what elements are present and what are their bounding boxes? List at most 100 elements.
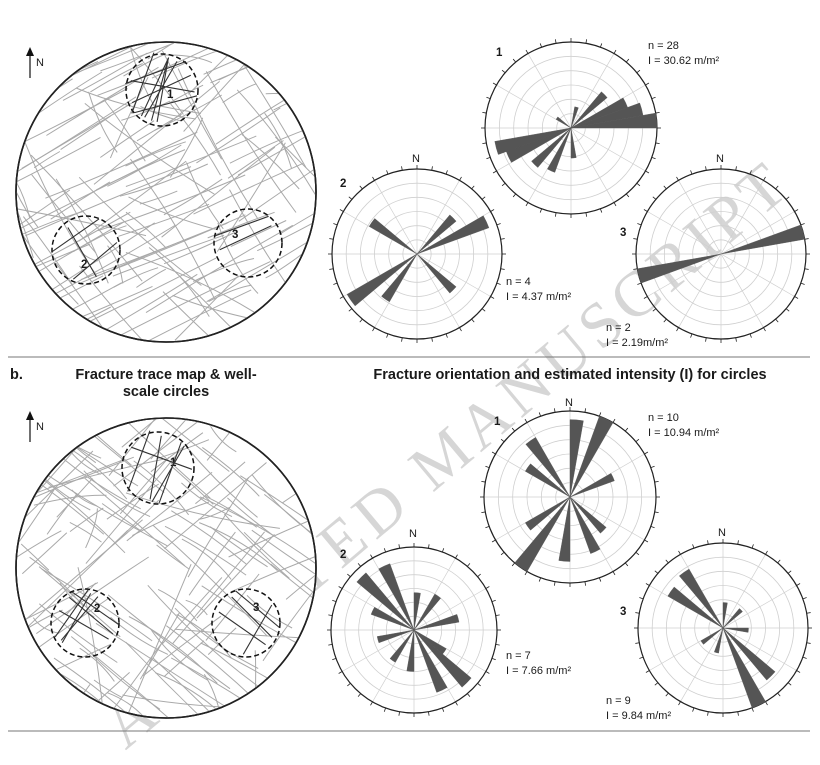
fracture-trace [45, 131, 198, 199]
fracture-trace [109, 76, 149, 159]
rose-grid-spoke [647, 211, 722, 255]
rose-tick [599, 412, 602, 417]
rose-tick [654, 511, 659, 514]
rose-tick [525, 202, 529, 207]
rose-tick [585, 39, 588, 44]
rose-petal [637, 253, 722, 284]
well-fracture-trace [219, 225, 272, 251]
rose-tick [763, 176, 766, 181]
rose-tick [802, 656, 807, 659]
fracture-trace [128, 196, 216, 230]
rose-petal [370, 606, 415, 631]
rose-grid-spoke [570, 127, 646, 172]
fracture-trace [171, 510, 247, 565]
rose-tick [787, 570, 792, 574]
rose-tick [445, 170, 448, 175]
fracture-trace [188, 531, 236, 596]
rose-tick [477, 573, 481, 577]
rose-tick [676, 327, 679, 332]
fracture-trace [126, 471, 213, 542]
fracture-trace [201, 585, 301, 646]
rose-tick [481, 480, 486, 483]
rose-tick [678, 550, 681, 555]
rose-tick [486, 157, 491, 160]
well-fracture-trace [68, 596, 114, 635]
well-fracture-trace [156, 58, 169, 122]
fracture-trace [154, 94, 223, 131]
rose-tick [442, 707, 445, 712]
rose-tick [348, 308, 353, 312]
rose-tick [804, 268, 809, 270]
fracture-trace [264, 112, 292, 169]
rose-petal [514, 496, 571, 572]
rose-petal [406, 629, 415, 672]
rose-tick [633, 238, 638, 240]
rose-petal [368, 218, 418, 255]
rose-petal [525, 437, 571, 498]
rose-petal [413, 629, 448, 693]
fracture-trace [181, 482, 233, 518]
fracture-trace [101, 503, 143, 533]
rose-grid-spoke [570, 53, 615, 129]
rose-tick [643, 209, 648, 212]
fracture-trace [210, 426, 237, 453]
rose-tick [511, 562, 516, 567]
rose-tick [333, 223, 338, 226]
fracture-trace [88, 91, 118, 153]
fracture-trace [236, 89, 316, 208]
fracture-trace [118, 203, 210, 237]
rose-petal [714, 627, 724, 654]
well-fracture-trace [61, 593, 92, 643]
fracture-trace [265, 253, 303, 279]
rose-grid-spoke [720, 211, 795, 255]
rose-n-count: n = 28 [648, 40, 679, 52]
map-header-line-1: Fracture trace map & well- [75, 367, 256, 383]
fracture-trace [78, 160, 187, 242]
fracture-trace [196, 534, 275, 619]
fracture-trace [230, 546, 316, 593]
rose-tick [692, 707, 695, 712]
panel-a: N 1 2 3 1 n = 28 [15, 38, 810, 349]
rose-petal [381, 253, 418, 303]
fracture-trace [126, 564, 192, 716]
rose-tick [804, 238, 809, 240]
rose-tick [655, 142, 660, 145]
fracture-trace [89, 257, 217, 322]
fracture-trace [126, 42, 156, 108]
rose-tick [383, 548, 386, 553]
fracture-trace [90, 63, 143, 93]
rose-label: 1 [494, 416, 501, 428]
fracture-trace [241, 60, 307, 168]
fracture-trace [207, 627, 237, 655]
rose-tick [645, 82, 650, 86]
rose-tick [735, 337, 737, 342]
north-arrow: N [26, 47, 44, 78]
fracture-trace [50, 684, 91, 718]
well-fracture-trace [131, 74, 192, 104]
rose-tick [633, 268, 638, 270]
rose-tick [737, 540, 739, 545]
rose-tick [785, 308, 790, 312]
rose-tick [554, 212, 557, 217]
well-circle-3: 3 [213, 208, 283, 278]
well-fracture-trace [59, 610, 109, 640]
fracture-trace [70, 636, 182, 718]
rose-grid-spoke [722, 585, 797, 629]
rose-tick [737, 711, 739, 716]
fracture-trace [217, 222, 259, 294]
rose-tick [584, 408, 587, 413]
rose-tick [600, 43, 603, 48]
fracture-trace [172, 531, 265, 644]
fracture-trace [16, 136, 101, 211]
fracture-trace [16, 582, 99, 651]
rose-tick [554, 39, 557, 44]
rose-grid-spoke [722, 554, 766, 629]
rose-tick [612, 571, 616, 576]
fracture-trace [69, 521, 102, 543]
fracture-trace [16, 530, 62, 568]
well-fracture-trace [131, 446, 193, 470]
rose-tick [332, 658, 337, 661]
fracture-trace [148, 247, 210, 317]
rose-tick [329, 268, 334, 270]
rose-tick [652, 308, 657, 312]
